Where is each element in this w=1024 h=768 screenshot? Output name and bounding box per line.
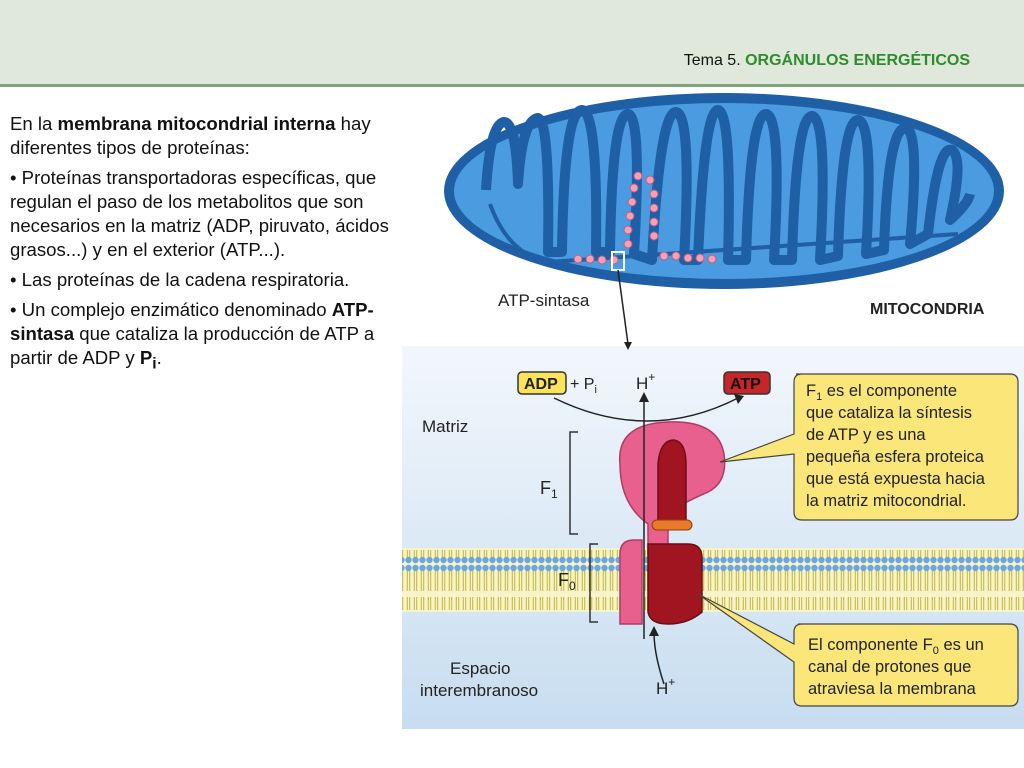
topic-title: Tema 5. ORGÁNULOS ENERGÉTICOS [684, 52, 970, 70]
f1-label: F1 [540, 478, 558, 501]
f0-bracket [589, 543, 598, 623]
espacio-label: Espacio [450, 659, 510, 678]
bullet-transporters: • Proteínas transportadoras específicas,… [10, 167, 389, 260]
b3-period: . [156, 347, 162, 368]
f0-callout-text: El componente F0 es un canal de protones… [808, 636, 988, 698]
p1-bold: membrana mitocondrial interna [57, 113, 336, 134]
f1-bracket [569, 431, 578, 535]
atp-label: ATP [730, 376, 761, 393]
pi-label: + Pi [570, 376, 597, 396]
f1-callout-text: F1 es el componente que cataliza la sínt… [806, 382, 989, 510]
f1-callout: F1 es el componente que cataliza la sínt… [719, 373, 1019, 521]
mitochondria-label: MITOCONDRIA [870, 301, 985, 318]
atp-synthase-enzyme [619, 421, 726, 625]
proton-arrowhead [639, 392, 649, 402]
f0-callout: El componente F0 es un canal de protones… [697, 593, 1019, 707]
h-plus-top: H+ [636, 370, 655, 393]
b3-bold: ATP-sintasa [10, 299, 374, 344]
adp-label: ADP [524, 376, 558, 393]
zoom-arrowhead [624, 342, 632, 350]
matriz-label: Matriz [422, 417, 468, 436]
proton-entry-arrowhead [649, 626, 659, 636]
reaction-arrow [553, 397, 739, 422]
atp-synthase-figure: ATP-sintasa MITOCONDRIA ADP + Pi H+ ATP … [402, 93, 1024, 729]
atp-synthase-particles [573, 171, 717, 265]
f0-label: F0 [558, 570, 576, 593]
atp-synthase-label: ATP-sintasa [498, 291, 590, 310]
b3-pi: P [139, 347, 153, 368]
zoom-pointer [617, 269, 629, 345]
topic-prefix: Tema 5. [683, 52, 741, 69]
atp-badge [723, 371, 771, 395]
lipid-bilayer [402, 550, 1024, 610]
topic-highlight: ORGÁNULOS ENERGÉTICOS [745, 52, 970, 69]
intro-paragraph: En la membrana mitocondrial interna hay … [10, 112, 405, 160]
b3-pi-sub: i [152, 355, 157, 373]
bullet-atp-synthase: • Un complejo enzimático denominado ATP-… [10, 298, 405, 377]
b3-text-c: que cataliza la producción de ATP a part… [10, 323, 375, 368]
mitochondria-drawing [444, 93, 1004, 289]
adp-badge [517, 371, 567, 395]
intro-text: En la membrana mitocondrial interna hay … [10, 112, 405, 383]
b3-text-a: • Un complejo enzimático denominado [10, 299, 332, 320]
p1-text-a: En la [10, 113, 58, 134]
header-band [0, 0, 1024, 84]
h-plus-bottom: H+ [656, 675, 675, 698]
bullet-respiratory-chain: • Las proteínas de la cadena respiratori… [10, 269, 350, 290]
p1-text-c: hay diferentes tipos de proteínas: [10, 113, 371, 158]
reaction-arrowhead [734, 394, 744, 404]
interembranoso-label: interembranoso [420, 681, 538, 700]
header-divider [0, 84, 1024, 87]
